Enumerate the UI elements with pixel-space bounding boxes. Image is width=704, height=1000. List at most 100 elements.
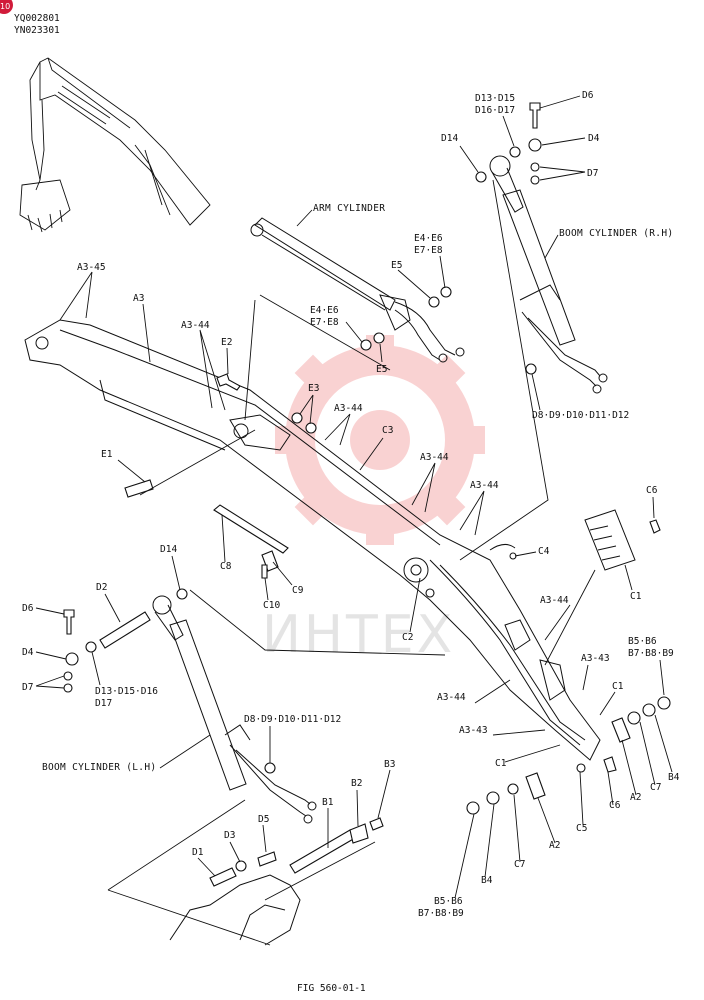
washer-e5-mid <box>373 332 385 344</box>
fitting-block-c1 <box>584 509 636 571</box>
label-c1-mid: C1 <box>612 681 624 692</box>
watermark-gear-icon <box>275 335 485 545</box>
label-d17-low: D17 <box>95 698 112 709</box>
fitting-c6-low <box>603 756 617 773</box>
washer-d14-low <box>176 588 188 600</box>
washer-d13-top <box>509 146 521 158</box>
label-d4-low: D4 <box>22 647 34 658</box>
label-d16d17-top: D16·D17 <box>475 105 515 116</box>
arm-cylinder-leader <box>296 209 313 227</box>
label-e4e6-b: E4·E6 <box>310 305 339 316</box>
frame-sketch <box>169 874 301 946</box>
label-d6-low: D6 <box>22 603 34 614</box>
bolt-d5 <box>257 851 277 867</box>
leaders-lh <box>35 555 271 769</box>
label-d14-low: D14 <box>160 544 177 555</box>
label-a2-a: A2 <box>630 792 641 803</box>
model-code-2: YN023301 <box>14 25 60 36</box>
washer-e3-a <box>291 412 303 424</box>
label-b4-a: B4 <box>668 772 680 783</box>
bushing-d4-top <box>528 138 542 152</box>
label-d13d16-low: D13·D15·D16 <box>95 686 158 697</box>
label-a3-44-low2: A3-44 <box>437 692 466 703</box>
label-b7b9-a: B7·B8·B9 <box>628 648 674 659</box>
fitting-c5 <box>576 763 586 773</box>
bolt-c10 <box>261 564 268 579</box>
label-d8-d12-low: D8·D9·D10·D11·D12 <box>244 714 341 725</box>
label-c6-top: C6 <box>646 485 658 496</box>
washer-b4-right <box>642 703 656 717</box>
bolt-d6-top <box>529 102 541 129</box>
bushing-d4-low <box>65 652 79 666</box>
label-d7-low: D7 <box>22 682 33 693</box>
washer-e5-top-b <box>440 286 452 298</box>
watermark-text: ИНТЕХ <box>262 605 455 665</box>
pin-e1 <box>124 479 154 498</box>
label-b5b6-b: B5·B6 <box>434 896 463 907</box>
leaders-lower-right <box>454 604 673 899</box>
leaders-boom <box>59 271 537 633</box>
label-b5b6-a: B5·B6 <box>628 636 657 647</box>
label-e7e8-b: E7·E8 <box>310 317 339 328</box>
label-b3: B3 <box>384 759 395 770</box>
label-c1-top: C1 <box>630 591 642 602</box>
washer-b5-left <box>466 801 480 815</box>
label-c6-low: C6 <box>609 800 621 811</box>
label-d5: D5 <box>258 814 269 825</box>
leader-e5-b <box>345 321 383 363</box>
rod-c8 <box>213 504 289 554</box>
fitting-c6-top <box>649 519 661 534</box>
label-c7-a: C7 <box>650 782 661 793</box>
washer-d3 <box>235 860 247 872</box>
label-a3-43-b: A3-43 <box>459 725 488 736</box>
boom-cylinder-rh-title: BOOM CYLINDER (R.H) <box>559 228 673 239</box>
label-a3-44-mid: A3-44 <box>334 403 363 414</box>
label-c9: C9 <box>292 585 304 596</box>
nut-d7-low-b <box>63 683 73 693</box>
bushing-a2-right <box>611 717 631 743</box>
page-badge <box>0 0 13 14</box>
nut-d7-top-b <box>530 175 540 185</box>
label-d13d15-top: D13·D15 <box>475 93 515 104</box>
nut-d7-low-a <box>63 671 73 681</box>
label-d4-top: D4 <box>588 133 600 144</box>
label-c2: C2 <box>402 632 413 643</box>
figure-caption: FIG 560-01-1 <box>297 983 366 994</box>
label-b7b9-b: B7·B8·B9 <box>418 908 464 919</box>
nut-e3-b <box>305 422 317 434</box>
washer-c7-left <box>507 783 519 795</box>
arm-cylinder-drawing <box>250 217 465 363</box>
washer-d14-top <box>475 171 487 183</box>
pin-d1 <box>209 867 237 887</box>
label-e5-b: E5 <box>376 364 387 375</box>
label-c10: C10 <box>263 600 280 611</box>
label-e5-a: E5 <box>391 260 402 271</box>
washer-b4-left <box>486 791 500 805</box>
washer-e5-top <box>428 296 440 308</box>
label-a2-b: A2 <box>549 840 560 851</box>
leaders-rh <box>459 95 586 411</box>
washer-d8-low <box>264 762 276 774</box>
page-badge-number: 10 <box>0 2 10 11</box>
label-a3-44-low1: A3-44 <box>540 595 569 606</box>
washer-e5-mid-b <box>360 339 372 351</box>
plate-b2 <box>349 823 369 844</box>
label-c7-b: C7 <box>514 859 525 870</box>
label-c1-low: C1 <box>495 758 507 769</box>
bolt-b3 <box>369 817 384 831</box>
label-e7e8-a: E7·E8 <box>414 245 443 256</box>
label-b1: B1 <box>322 797 334 808</box>
label-c8: C8 <box>220 561 232 572</box>
connection-lines <box>107 179 549 946</box>
label-d2: D2 <box>96 582 107 593</box>
nut-d7-top-a <box>530 162 540 172</box>
boom-cylinder-lh-title: BOOM CYLINDER (L.H) <box>42 762 156 773</box>
model-code-1: YQ002801 <box>14 13 60 24</box>
washer-c7-right <box>627 711 641 725</box>
label-d7-top: D7 <box>587 168 598 179</box>
label-b2: B2 <box>351 778 362 789</box>
bolt-d6-low <box>63 609 75 635</box>
pin-d2 <box>99 611 151 649</box>
label-c4: C4 <box>538 546 550 557</box>
